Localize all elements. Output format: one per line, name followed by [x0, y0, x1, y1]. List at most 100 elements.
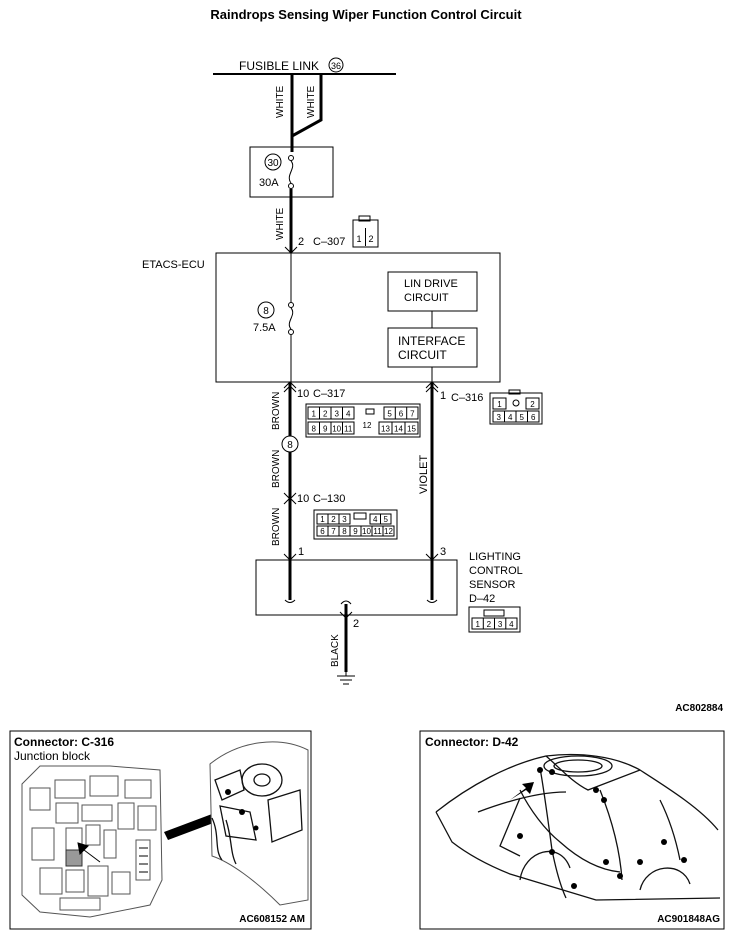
junction-block-illustration: [21, 741, 309, 918]
c130-cell: 11: [373, 527, 382, 536]
black-wire-label: BLACK: [330, 634, 341, 667]
c317-cell: 6: [399, 410, 404, 419]
page-title: Raindrops Sensing Wiper Function Control…: [210, 7, 522, 22]
ground-symbol: [337, 672, 355, 685]
panel-left-code: AC608152 AM: [239, 914, 305, 925]
fuse-30-rating: 30A: [259, 177, 279, 189]
panel-left-title: Connector: C-316: [14, 735, 114, 749]
c307-name: C–307: [313, 236, 345, 248]
c130-cell: 12: [384, 527, 393, 536]
c130-connector: 1 2 3 4 5 6 7 8 9 10 11 12: [313, 509, 398, 540]
etacs-ecu-label: ETACS-ECU: [142, 259, 205, 271]
c316-cell: 5: [519, 413, 524, 422]
panel-left-subtitle: Junction block: [14, 749, 91, 763]
d42-cell: 4: [509, 620, 514, 629]
c317-name: C–317: [313, 388, 345, 400]
fuse-8-number: 8: [263, 306, 269, 317]
c317-cell: 8: [311, 425, 316, 434]
c317-pin: 10: [297, 388, 309, 400]
fusible-link-label: FUSIBLE LINK: [239, 59, 319, 73]
lighting-control-sensor-box: [255, 559, 458, 616]
fuse-30-terminal-bottom: [288, 183, 294, 189]
fuse-30-terminal-top: [288, 155, 294, 161]
sensor-label-line3: SENSOR: [469, 579, 516, 591]
c316-pin: 1: [440, 390, 446, 402]
fuse-8-terminal-top: [288, 302, 294, 308]
sensor-label-line2: CONTROL: [469, 565, 523, 577]
c317-cell: 14: [394, 425, 403, 434]
panel-right-code: AC901848AG: [657, 914, 720, 925]
brown-wire-label-2: BROWN: [271, 450, 282, 488]
c130-cell: 6: [320, 527, 325, 536]
c130-cell: 2: [331, 515, 336, 524]
d42-name: D–42: [469, 593, 495, 605]
c130-cell: 5: [383, 515, 388, 524]
fuse-8-terminal-bottom: [288, 329, 294, 335]
c317-cell: 9: [323, 425, 328, 434]
white-wire-left-label: WHITE: [275, 85, 286, 118]
c316-cell: 3: [496, 413, 501, 422]
sensor-pin-1-mark: [283, 553, 297, 561]
violet-wire-label: VIOLET: [418, 455, 430, 494]
vehicle-harness-illustration: [435, 753, 721, 901]
sensor-pin-3-end: [426, 599, 438, 603]
c316-location-arrow: [77, 842, 101, 863]
fuse-30-element: [288, 160, 294, 184]
c130-name: C–130: [313, 493, 345, 505]
lin-drive-label-line2: CIRCUIT: [404, 292, 449, 304]
sensor-pin-2-mark: [339, 611, 353, 619]
c316-cell: 6: [531, 413, 536, 422]
white-wire-lower-label: WHITE: [275, 207, 286, 240]
c317-cell: 2: [323, 410, 328, 419]
c317-cell: 13: [381, 425, 390, 434]
fusible-link-number-circle: [328, 57, 344, 73]
c317-cell: 3: [334, 410, 339, 419]
sensor-pin-1: 1: [298, 546, 304, 558]
interface-label-line2: CIRCUIT: [398, 348, 447, 362]
brown-wire-label-3: BROWN: [271, 508, 282, 546]
connector-d42-panel: [419, 730, 725, 930]
junction-8-circle: [281, 435, 299, 453]
interface-label-line1: INTERFACE: [398, 334, 465, 348]
c317-cell: 7: [410, 410, 415, 419]
c130-terminal-mark-top: [283, 492, 297, 500]
fuse-30-number: 30: [267, 158, 279, 169]
c317-connector: 1 2 3 4 5 6 7 8 9 10 11 12 13 14 15: [305, 403, 421, 438]
c307-connector: 1 2: [352, 215, 379, 248]
c316-cell: 2: [530, 400, 535, 409]
d42-cell: 3: [498, 620, 503, 629]
lin-drive-label-line1: LIN DRIVE: [404, 278, 458, 290]
c130-cell: 7: [331, 527, 336, 536]
etacs-ecu-box: [215, 252, 501, 383]
c317-cell: 4: [346, 410, 351, 419]
sensor-label-line1: LIGHTING: [469, 551, 521, 563]
d42-location-arrow: [510, 782, 534, 800]
c316-terminal-mark-top: [425, 381, 439, 389]
fuse-8-number-circle: [257, 301, 275, 319]
panel-right-title: Connector: D-42: [425, 735, 519, 749]
fuse-8-element: [288, 307, 294, 330]
c316-cell: 1: [497, 400, 502, 409]
c316-cell: 4: [508, 413, 513, 422]
c317-cell: 15: [407, 425, 416, 434]
sensor-pin-2: 2: [353, 618, 359, 630]
c317-terminal-mark-bottom: [283, 385, 297, 393]
diagram-code: AC802884: [675, 703, 723, 714]
c316-name: C–316: [451, 392, 483, 404]
brown-wire-label-1: BROWN: [271, 392, 282, 430]
c317-cell: 1: [311, 410, 316, 419]
c130-cell: 10: [362, 527, 371, 536]
c130-cell: 4: [373, 515, 378, 524]
c317-cell: 5: [387, 410, 392, 419]
fuse-8-rating: 7.5A: [253, 322, 276, 334]
ground-wire-start: [340, 600, 352, 605]
fusible-link-number: 36: [331, 61, 341, 71]
c130-pin: 10: [297, 493, 309, 505]
white-wire-right-label: WHITE: [306, 85, 317, 118]
c307-cell: 2: [368, 234, 373, 244]
c317-cell: 11: [344, 425, 353, 434]
c316-terminal-mark-bottom: [425, 385, 439, 393]
c130-cell: 8: [342, 527, 347, 536]
c316-connector: 1 2 3 4 5 6: [489, 389, 543, 425]
c307-pin: 2: [298, 236, 304, 248]
